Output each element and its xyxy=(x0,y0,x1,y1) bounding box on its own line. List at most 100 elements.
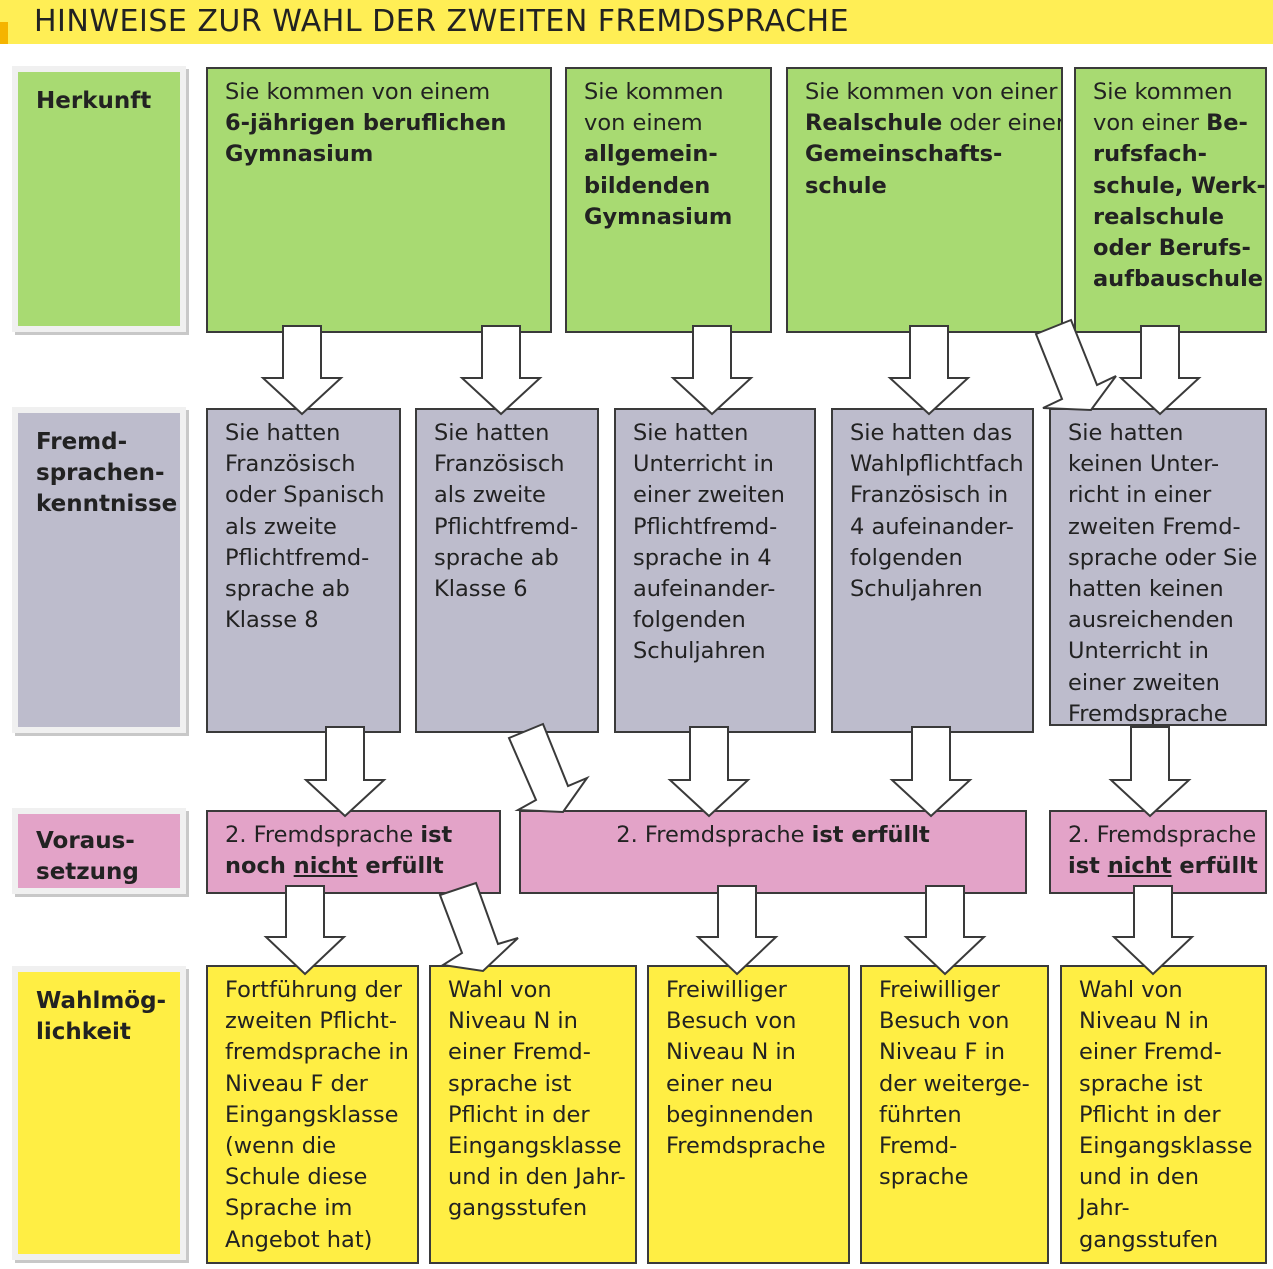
box-line: bildenden xyxy=(584,172,711,199)
box-line: rufsfach- xyxy=(1093,141,1207,168)
box-line: Freiwilliger xyxy=(666,977,787,1003)
box-line: Sie hatten xyxy=(434,420,550,446)
box-text: 2. Fremdsprache xyxy=(225,822,421,848)
box-text-bold: erfüllt xyxy=(1171,853,1258,880)
page-title: HINWEISE ZUR WAHL DER ZWEITEN FREMDSPRAC… xyxy=(34,4,850,39)
box-line: realschule xyxy=(1093,203,1224,230)
arrow-down-icon xyxy=(887,325,971,416)
herkunft-box-allgemeinbildendes-gymnasium: Sie kommen von einem allgemein- bildende… xyxy=(565,67,772,333)
row-label-line: kenntnisse xyxy=(36,491,178,517)
box-line: oder Berufs- xyxy=(1093,235,1251,262)
box-line: sprache in 4 xyxy=(633,544,772,571)
box-line: Sprache im xyxy=(225,1195,353,1222)
arrow-down-icon xyxy=(1108,726,1192,818)
box-line: sprache ist xyxy=(1079,1070,1203,1097)
box-line: 2. Fremdsprache ist xyxy=(225,820,482,851)
box-line: als zweite xyxy=(434,482,546,509)
box-line: Realschule oder einer xyxy=(805,108,1061,139)
box-line: Klasse 8 xyxy=(225,607,319,634)
box-line: zweiten Pflicht- xyxy=(225,1008,397,1035)
box-line: einer zweiten xyxy=(1068,669,1220,696)
box-line: schule xyxy=(805,172,887,199)
kenntnisse-box-1: Sie hatten Französisch oder Spanisch als… xyxy=(206,408,401,733)
box-line: Unterricht in xyxy=(1068,638,1209,665)
box-line: Pflicht in der xyxy=(448,1101,590,1128)
arrow-down-icon xyxy=(695,885,779,976)
box-line: Unterricht in xyxy=(633,451,774,478)
box-line: Sie hatten xyxy=(633,420,749,446)
box-line: Klasse 6 xyxy=(434,576,528,603)
box-text-bold: erfüllt xyxy=(357,853,444,880)
box-line: fremdsprache in xyxy=(225,1039,409,1066)
row-label-line: Voraus- xyxy=(36,828,135,854)
box-line: einer zweiten xyxy=(633,482,785,509)
arrow-down-icon xyxy=(1111,885,1195,976)
box-line: Fortführung der xyxy=(225,977,403,1003)
box-line: sprache oder Sie xyxy=(1068,544,1258,571)
box-text-bold: ist xyxy=(420,822,453,848)
box-line: Französisch xyxy=(225,451,356,478)
voraussetzung-box-erfuellt: 2. Fremdsprache ist erfüllt xyxy=(519,810,1027,894)
row-label-line: Herkunft xyxy=(36,88,152,114)
box-line: Gemeinschafts- xyxy=(805,141,1003,168)
box-line: Gymnasium xyxy=(584,203,733,230)
box-line: 2. Fremdsprache ist erfüllt xyxy=(538,820,1008,851)
box-line: hatten keinen xyxy=(1068,576,1224,603)
box-line: folgenden xyxy=(850,544,963,571)
box-line: gangsstufen xyxy=(448,1195,588,1222)
wahl-box-4: Freiwilliger Besuch von Niveau F in der … xyxy=(860,965,1049,1264)
arrow-down-icon xyxy=(889,726,973,818)
box-line: noch nicht erfüllt xyxy=(225,851,482,882)
herkunft-box-berufliches-gymnasium: Sie kommen von einem 6-jährigen beruflic… xyxy=(206,67,552,333)
box-line: Sie kommen xyxy=(584,79,724,105)
box-line: einer neu xyxy=(666,1070,773,1097)
box-line: 6-jährigen beruflichen xyxy=(225,110,507,137)
box-line: Wahl von xyxy=(1079,977,1183,1003)
box-line: aufbauschule xyxy=(1093,266,1264,293)
box-line: Französisch xyxy=(434,451,565,478)
box-line: einer Fremd- xyxy=(1079,1039,1222,1066)
box-line: Wahlpflichtfach xyxy=(850,451,1024,478)
box-line: Sie kommen von einem xyxy=(225,79,491,105)
box-line: Französisch in xyxy=(850,482,1009,509)
box-line: Gymnasium xyxy=(225,141,374,168)
row-label-line: sprachen- xyxy=(36,460,165,486)
box-line: Angebot hat) xyxy=(225,1226,373,1253)
box-line: sprache ab xyxy=(434,544,559,571)
box-line: Sie hatten das xyxy=(850,420,1013,446)
box-line: Besuch von xyxy=(666,1008,797,1035)
row-label-kenntnisse: Fremd- sprachen- kenntnisse xyxy=(12,407,186,733)
box-line: Niveau F in xyxy=(879,1039,1006,1066)
box-line: 2. Fremdsprache xyxy=(1068,822,1257,848)
box-line: als zweite xyxy=(225,513,337,540)
box-line: Schuljahren xyxy=(633,638,766,665)
wahl-box-1: Fortführung der zweiten Pflicht- fremdsp… xyxy=(206,965,419,1264)
box-line: Jahr- xyxy=(1079,1195,1130,1222)
box-line: ist nicht erfüllt xyxy=(1068,851,1258,882)
box-line: schule, Werk- xyxy=(1093,172,1266,199)
arrow-down-icon xyxy=(667,726,751,818)
box-line: von einem xyxy=(584,110,703,137)
box-text-underlined: nicht xyxy=(1107,853,1172,880)
kenntnisse-box-4: Sie hatten das Wahlpflichtfach Französis… xyxy=(831,408,1034,733)
box-text-underlined: nicht xyxy=(293,853,358,880)
box-line: Eingangsklasse xyxy=(448,1133,622,1160)
herkunft-box-realschule: Sie kommen von einer Realschule oder ein… xyxy=(786,67,1063,333)
box-text-bold: Realschule xyxy=(805,110,943,137)
box-line: Eingangsklasse xyxy=(225,1101,399,1128)
box-line: Sie hatten xyxy=(1068,420,1184,446)
box-text: 2. Fremdsprache xyxy=(616,822,812,848)
arrow-down-icon xyxy=(263,885,347,976)
box-line: und in den xyxy=(1079,1164,1200,1191)
box-line: der weiterge- xyxy=(879,1070,1030,1097)
arrow-down-icon xyxy=(260,325,344,416)
arrow-diagonal-icon xyxy=(507,722,590,814)
box-text-bold: noch xyxy=(225,853,294,880)
voraussetzung-box-nicht-erfuellt-1: 2. Fremdsprache ist noch nicht erfüllt xyxy=(206,810,501,894)
box-line: Fremd- xyxy=(879,1133,958,1160)
box-line: keinen Unter- xyxy=(1068,451,1220,478)
title-banner: HINWEISE ZUR WAHL DER ZWEITEN FREMDSPRAC… xyxy=(0,0,1273,44)
box-line: Wahl von xyxy=(448,977,552,1003)
box-line: allgemein- xyxy=(584,141,718,168)
